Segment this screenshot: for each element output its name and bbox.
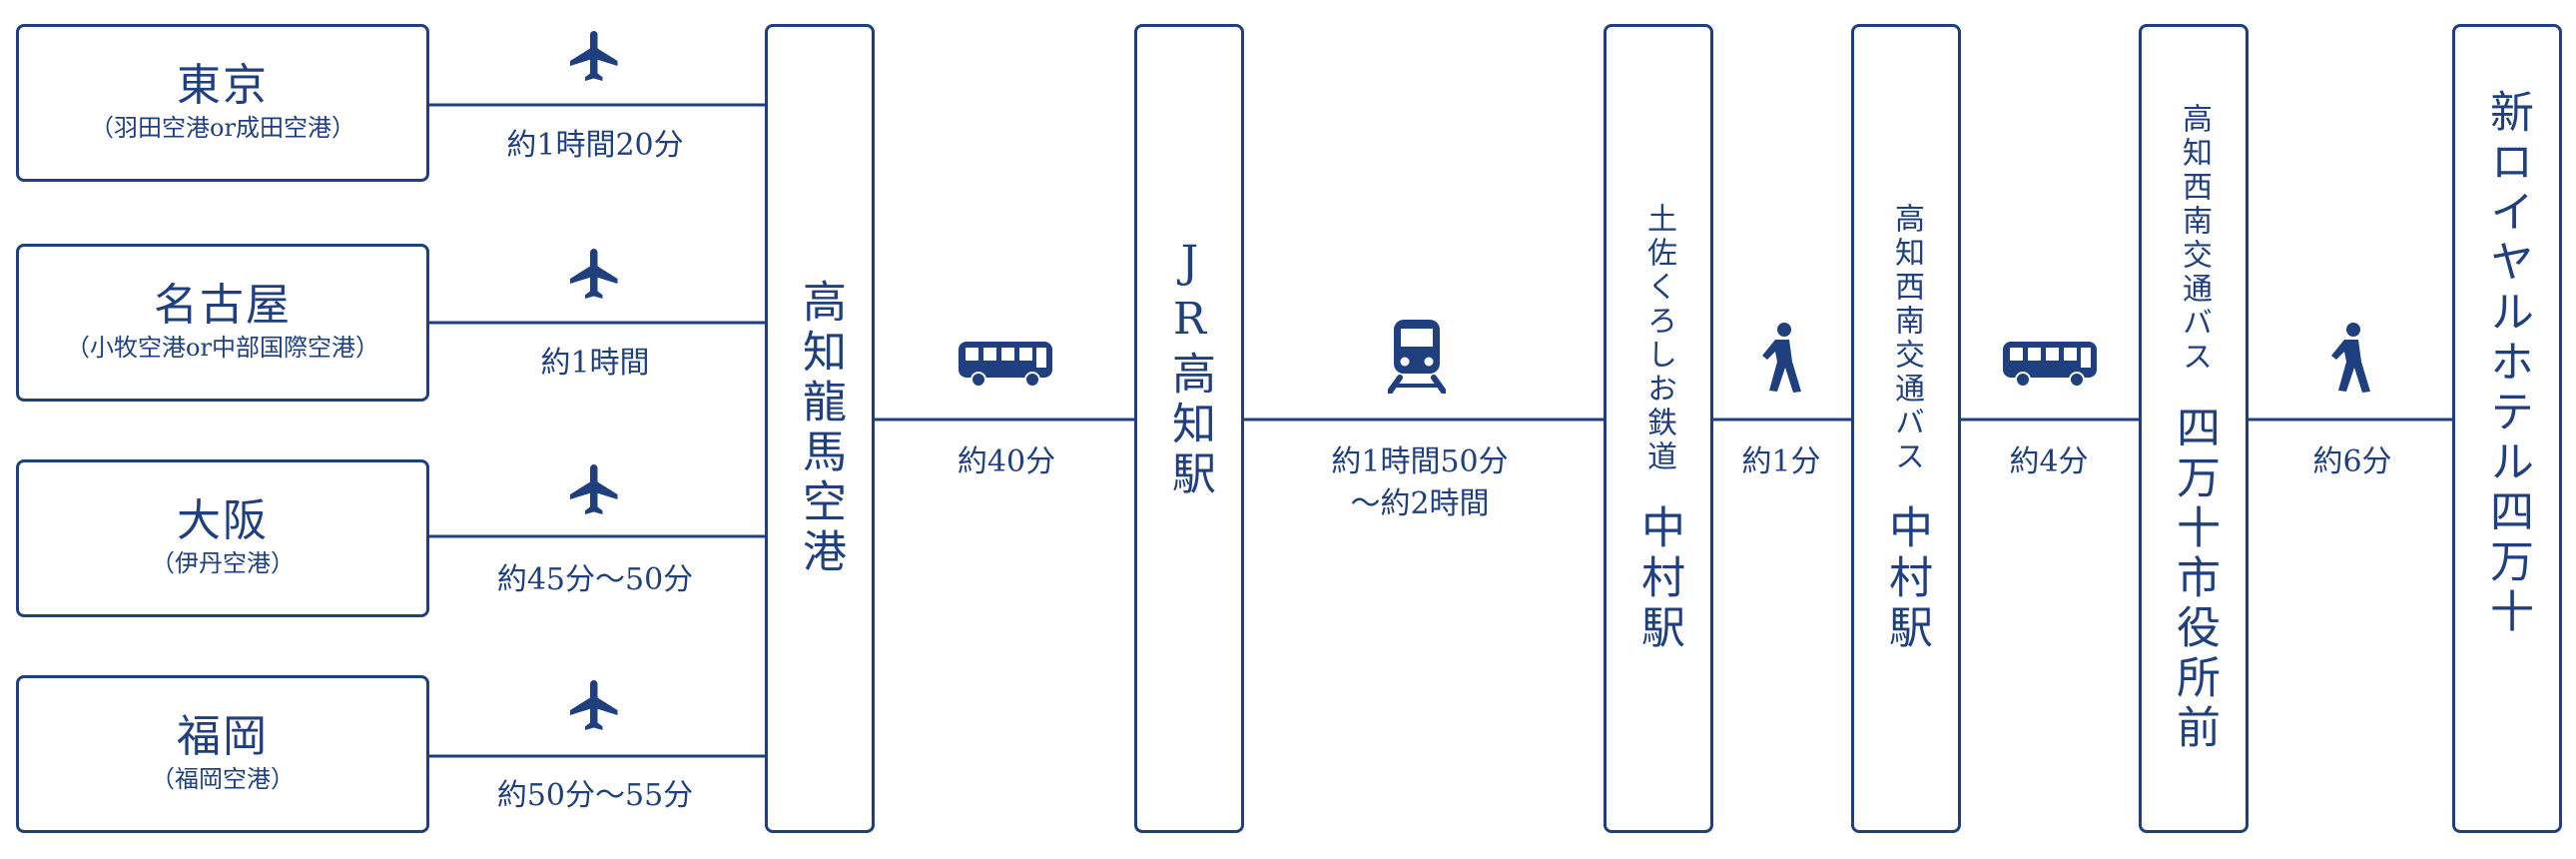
- duration-nagoya: 約1時間: [540, 346, 650, 381]
- stop-shimanto-city-hall: 高知西南交通バス 四万十市役所前: [2139, 24, 2249, 833]
- origin-name: 名古屋: [154, 280, 292, 332]
- origin-name: 大阪: [177, 495, 269, 547]
- duration-osaka: 約45分～50分: [496, 562, 694, 597]
- airplane-icon: [570, 249, 618, 299]
- duration-walk-2: 約6分: [2312, 444, 2392, 479]
- stop-station-name: 中村駅: [1633, 504, 1684, 654]
- stop-line-name: 土佐くろしお鉄道: [1641, 203, 1676, 474]
- origin-airport: （羽田空港or成田空港）: [90, 114, 355, 143]
- origin-nagoya: 名古屋 （小牧空港or中部国際空港）: [16, 244, 429, 402]
- walking-person-icon: [1762, 323, 1801, 393]
- origin-airport: （福岡空港）: [151, 765, 295, 794]
- stop-line-name: 高知西南交通バス: [2177, 103, 2212, 375]
- duration-fukuoka: 約50分～55分: [496, 778, 694, 813]
- duration-bus-2: 約4分: [2009, 444, 2089, 479]
- stop-tosa-kuroshio-nakamura: 土佐くろしお鉄道 中村駅: [1604, 24, 1713, 833]
- duration-train-line1: 約1時間50分: [1331, 444, 1509, 479]
- origin-name: 福岡: [177, 711, 269, 763]
- bus-icon: [2003, 342, 2097, 388]
- duration-walk-1: 約1分: [1741, 444, 1821, 479]
- stop-jr-kochi-station: JR高知駅: [1134, 24, 1244, 833]
- origin-airport: （伊丹空港）: [151, 549, 295, 578]
- origin-airport: （小牧空港or中部国際空港）: [66, 334, 379, 363]
- stop-label: JR高知駅: [1164, 237, 1215, 500]
- origin-osaka: 大阪 （伊丹空港）: [16, 459, 429, 617]
- duration-train-line2: ～約2時間: [1350, 486, 1490, 521]
- origin-name: 東京: [177, 60, 269, 112]
- stop-label: 高知龍馬空港: [795, 279, 846, 578]
- airplane-icon: [570, 680, 618, 730]
- stop-kochi-ryoma-airport: 高知龍馬空港: [765, 24, 875, 833]
- bus-icon: [959, 342, 1052, 388]
- duration-tokyo: 約1時間20分: [506, 128, 684, 163]
- stop-station-name: 中村駅: [1881, 504, 1932, 654]
- airplane-icon: [570, 31, 618, 81]
- stop-line-name: 高知西南交通バス: [1889, 203, 1924, 474]
- walking-person-icon: [2331, 323, 2370, 393]
- stop-label: 新ロイヤルホテル四万十: [2482, 89, 2533, 638]
- airplane-icon: [570, 464, 618, 514]
- duration-train: 約1時間50分 ～約2時間: [1331, 441, 1508, 525]
- origin-tokyo: 東京 （羽田空港or成田空港）: [16, 24, 429, 182]
- stop-station-name: 四万十市役所前: [2169, 405, 2220, 754]
- stop-shin-royal-hotel-shimanto: 新ロイヤルホテル四万十: [2452, 24, 2562, 833]
- duration-bus-1: 約40分: [957, 444, 1056, 479]
- train-icon: [1388, 320, 1446, 394]
- stop-seinan-bus-nakamura: 高知西南交通バス 中村駅: [1851, 24, 1961, 833]
- origin-fukuoka: 福岡 （福岡空港）: [16, 675, 429, 833]
